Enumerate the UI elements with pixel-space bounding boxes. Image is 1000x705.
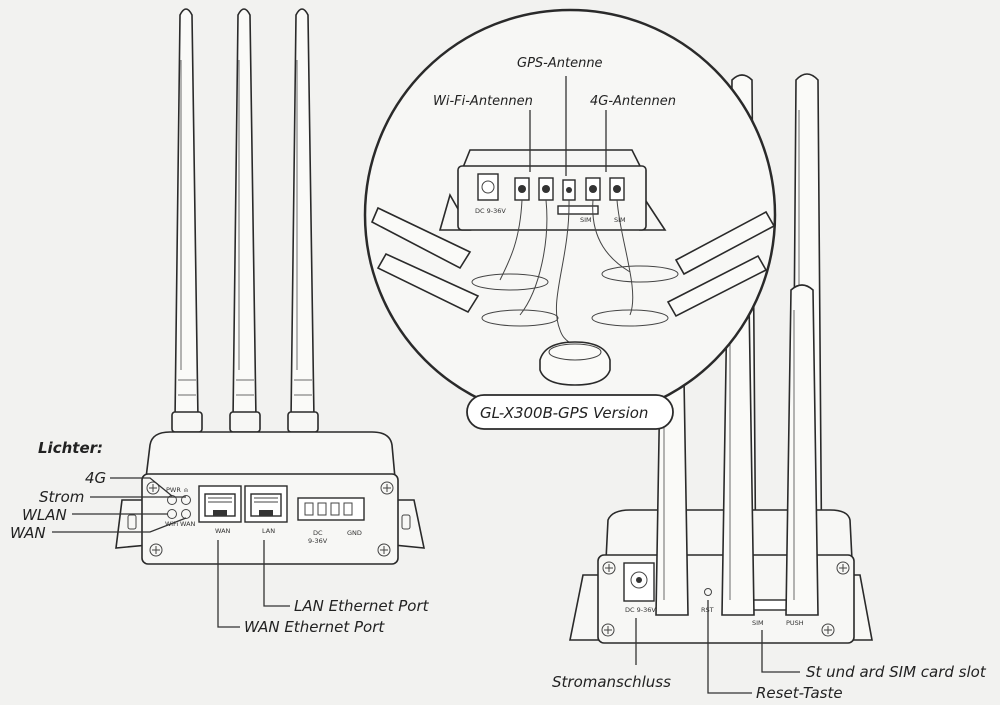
wan-led-label: WAN — [180, 520, 196, 528]
lte-antenna-paddles — [591, 210, 776, 327]
back-dc-label: DC 9-36V — [625, 606, 656, 614]
gps-inset: DC 9-36V SIM SIM — [363, 8, 777, 422]
label-wan: WAN — [10, 524, 46, 542]
wan-ethernet-port[interactable]: WAN — [198, 485, 242, 535]
label-lan-port: LAN Ethernet Port — [294, 597, 430, 615]
label-sim-slot: St und ard SIM card slot — [806, 663, 987, 681]
lights-heading: Lichter: — [38, 439, 103, 457]
gnd-label: GND — [347, 529, 362, 537]
dc-terminal-block[interactable]: DC 9-36V GND — [297, 497, 365, 545]
lan-ethernet-port[interactable]: LAN — [244, 485, 288, 535]
back-antenna-front-3 — [785, 284, 819, 616]
label-power: Strom — [39, 488, 84, 506]
dc-range-label: 9-36V — [308, 537, 328, 545]
wan-port-label: WAN — [215, 527, 231, 535]
label-reset: Reset-Taste — [756, 684, 843, 702]
label-wan-port: WAN Ethernet Port — [244, 618, 385, 636]
front-antenna-middle — [232, 8, 257, 421]
version-badge-text: GL-X300B-GPS Version — [480, 404, 648, 422]
label-4g: 4G — [85, 469, 106, 487]
inset-connectors — [514, 177, 625, 201]
back-sim-label: SIM — [752, 619, 764, 627]
label-gps-antenna: GPS-Antenne — [517, 56, 603, 71]
wifi-antenna-paddles — [370, 206, 559, 327]
signal-glyph: ⍝ — [184, 486, 188, 494]
push-label: PUSH — [786, 619, 804, 627]
back-router: DC 9-36V RST SIM PUSH — [569, 73, 873, 694]
front-antenna-left — [174, 8, 199, 421]
label-power-jack: Stromanschluss — [552, 673, 671, 691]
dc-label: DC — [313, 529, 323, 537]
back-dc-jack[interactable]: DC 9-36V — [623, 562, 656, 614]
front-router: PWR ⍝ WiFi WAN WAN LAN DC — [52, 8, 426, 628]
led-power — [181, 495, 191, 505]
reset-button[interactable]: RST — [701, 588, 714, 615]
rst-label: RST — [701, 606, 714, 614]
inset-dc-label: DC 9-36V — [475, 207, 506, 215]
inset-sim-label: SIM — [580, 216, 592, 224]
pwr-label: PWR — [166, 486, 181, 494]
lan-port-label: LAN — [262, 527, 275, 535]
label-wlan: WLAN — [22, 506, 67, 524]
front-antenna-right — [290, 8, 315, 421]
label-wifi-antennas: Wi-Fi-Antennen — [433, 94, 533, 109]
gps-puck — [539, 341, 611, 386]
version-badge: GL-X300B-GPS Version — [466, 394, 674, 430]
label-lte-antennas: 4G-Antennen — [590, 94, 676, 109]
